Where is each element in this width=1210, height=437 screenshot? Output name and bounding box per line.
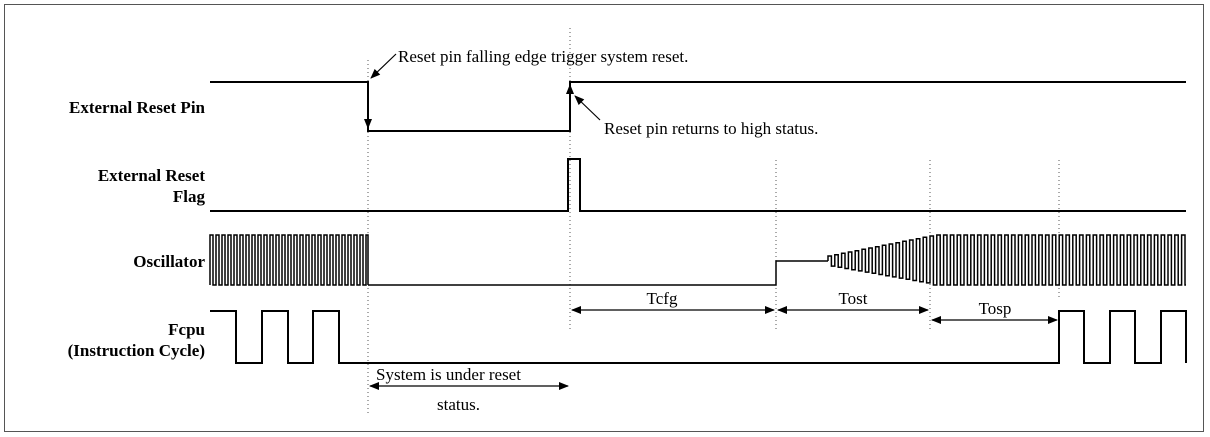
oscillator-waveform xyxy=(209,234,1186,286)
reset-flag-waveform xyxy=(210,158,1186,212)
oscillator-running-burst xyxy=(209,234,369,286)
reset-status-note-line2: status. xyxy=(437,395,480,414)
label-oscillator: Oscillator xyxy=(133,252,205,271)
diagram-frame xyxy=(4,4,1204,432)
label-fcpu-line1: Fcpu xyxy=(168,320,205,339)
oscillator-startup-burst xyxy=(827,234,1186,286)
label-external-reset-flag-line2: Flag xyxy=(172,187,205,206)
returns-high-callout-arrow xyxy=(574,95,601,121)
reset-status-note: System is under reset xyxy=(376,365,521,384)
timing-guides xyxy=(367,28,1060,415)
label-fcpu-line2: (Instruction Cycle) xyxy=(67,341,205,360)
label-external-reset-pin: External Reset Pin xyxy=(69,98,205,117)
falling-edge-callout-arrow xyxy=(370,53,397,79)
label-external-reset-flag-line1: External Reset xyxy=(97,166,205,185)
reset-pin-waveform xyxy=(210,81,1186,132)
falling-edge-note: Reset pin falling edge trigger system re… xyxy=(398,47,689,66)
fcpu-waveform xyxy=(210,310,1187,364)
returns-high-note: Reset pin returns to high status. xyxy=(604,119,819,138)
label-fcpu: Fcpu (Instruction Cycle) xyxy=(10,319,205,361)
tosp-label: Tosp xyxy=(978,299,1012,318)
oscillator-stopped-line xyxy=(368,260,828,286)
label-external-reset-flag: External Reset Flag xyxy=(10,165,205,207)
tost-label: Tost xyxy=(838,289,868,308)
tcfg-label: Tcfg xyxy=(646,289,678,308)
